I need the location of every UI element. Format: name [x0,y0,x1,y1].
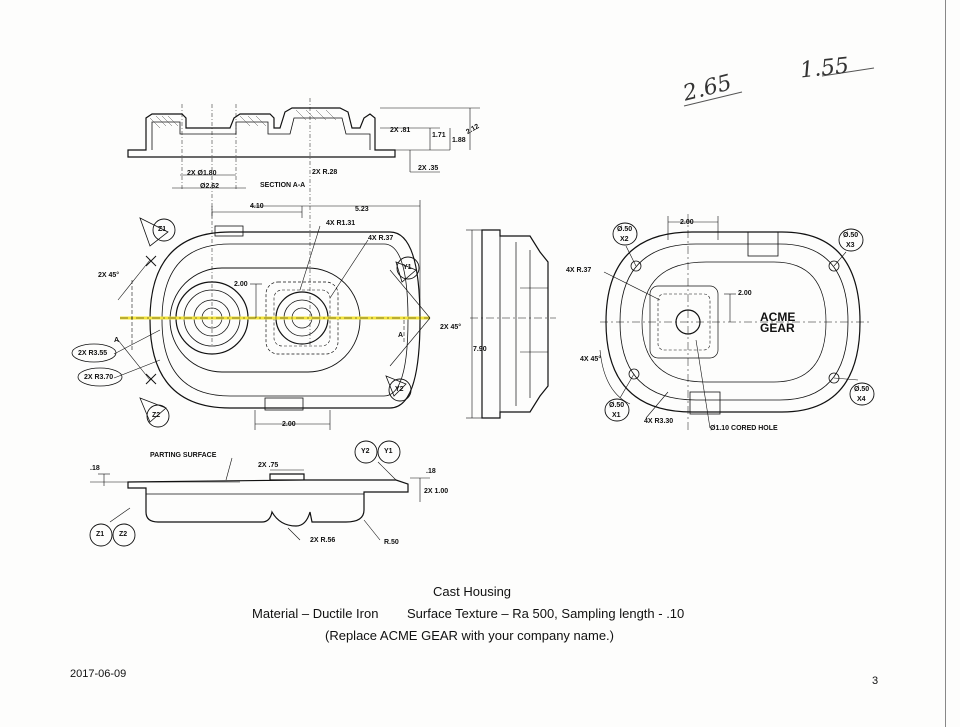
datum-x4: X4 [857,396,866,403]
cored-hole-note: Ø1.10 CORED HOLE [710,425,778,432]
section-dim: 2X .35 [418,165,439,172]
top-dim: 2X 45° [98,272,120,279]
parting-dim: .18 [426,468,436,475]
handwritten-note-right: 1.55 [798,53,851,84]
side-dim: 7.90 [473,346,487,353]
surface-texture-note: Surface Texture – Ra 500, Sampling lengt… [407,606,685,621]
side-view [466,229,556,419]
top-dim: 2.00 [282,421,296,428]
top-dim: 4X R.37 [368,235,394,242]
section-title: SECTION A-A [260,182,306,189]
top-dim: 4X R1.31 [326,220,356,227]
datum-z2: Z2 [152,412,161,419]
datum-z1: Z1 [96,531,105,538]
parting-view [89,218,430,547]
datum-y2: Y2 [395,386,404,393]
top-dim: 4.10 [250,203,264,210]
top-dim: 2X R3.70 [84,374,114,381]
datum-x2: X2 [620,236,629,243]
section-dim: 2X .81 [390,127,411,134]
datum-x3: X3 [846,242,855,249]
bottom-dim: 4X R.37 [566,267,592,274]
section-dim: 1.71 [432,132,446,139]
datum-size: Ø.50 [609,402,625,409]
parting-dim: 2X R.56 [310,537,336,544]
bottom-dim: 2.00 [738,290,752,297]
parting-surface-label: PARTING SURFACE [150,452,217,459]
footer-date: 2017-06-09 [70,668,127,680]
top-dim: 2X R3.55 [78,350,108,357]
parting-dim: R.50 [384,539,399,546]
datum-y1: Y1 [403,264,412,271]
material-note: Material – Ductile Iron [252,606,379,621]
page-edge [945,0,946,727]
section-dim: 2X Ø1.80 [187,170,217,177]
top-view [71,200,431,430]
section-dim: Ø2.62 [200,183,220,190]
top-dim: 2X 45° [440,324,462,331]
section-mark: A [398,332,404,339]
page-number: 3 [872,675,879,687]
replace-note: (Replace ACME GEAR with your company nam… [325,628,614,643]
section-dim: 1.88 [452,137,466,144]
datum-y1: Y1 [384,448,393,455]
datum-size: Ø.50 [843,232,859,239]
section-view [127,98,480,345]
drawing-title: Cast Housing [433,584,512,599]
parting-dim: .18 [90,465,100,472]
parting-dim: 2X .75 [258,462,279,469]
datum-z2: Z2 [119,531,128,538]
bottom-dim: 4X R3.30 [644,418,674,425]
bottom-dim: 2.00 [680,219,694,226]
datum-x1: X1 [612,412,621,419]
datum-z1: Z1 [158,226,167,233]
datum-size: Ø.50 [617,226,633,233]
top-dim: 2.00 [234,281,248,288]
top-dim: 5.23 [355,206,369,213]
logo-acme: ACME [760,310,796,324]
section-dim: 2X R.28 [312,169,338,176]
datum-y2: Y2 [361,448,370,455]
section-mark: A [114,337,120,344]
bottom-dim: 4X 45° [580,356,602,363]
logo-gear: GEAR [760,321,795,335]
datum-size: Ø.50 [854,386,870,393]
parting-dim: 2X 1.00 [424,488,449,495]
bottom-view [599,214,875,430]
